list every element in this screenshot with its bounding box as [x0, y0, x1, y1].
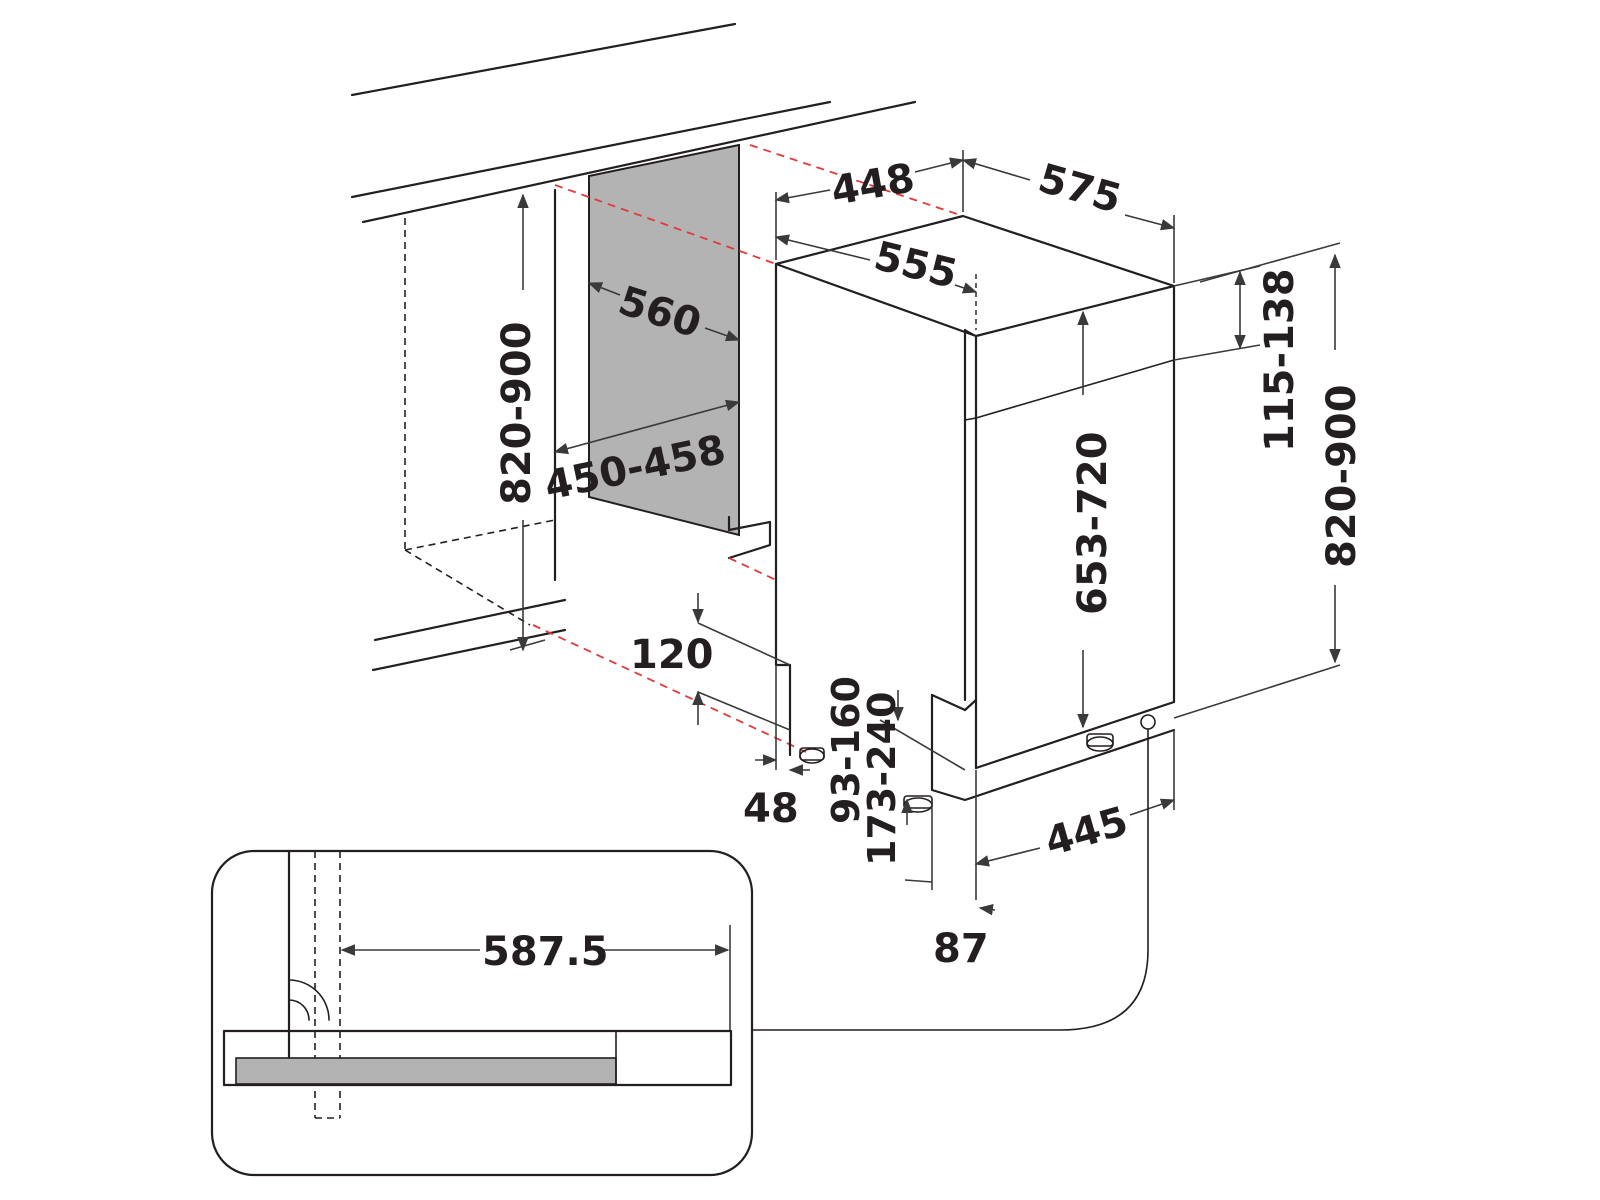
countertop [350, 22, 917, 224]
label-door-height: 653-720 [1070, 431, 1116, 615]
hidden-edges [532, 144, 964, 753]
label-top-width: 448 [828, 155, 918, 215]
label-top-depth: 555 [870, 233, 962, 298]
niche-cabinet [371, 188, 567, 672]
label-foot-range-b: 173-240 [860, 692, 904, 866]
label-top-depth-right: 575 [1033, 155, 1126, 222]
label-panel-height: 115-138 [1257, 268, 1303, 452]
dimension-lines [509, 150, 1341, 916]
label-base-width: 445 [1040, 798, 1133, 865]
detail-panel-fill [235, 1057, 617, 1085]
niche-floor-step [727, 515, 772, 560]
label-door-offset: 87 [933, 926, 989, 972]
label-cavity-height: 820-900 [494, 321, 540, 505]
label-foot-range-a: 93-160 [824, 676, 868, 824]
detail-callout-connector [751, 729, 1149, 1031]
detail-inset [210, 849, 754, 1177]
label-plinth-offset: 48 [743, 786, 799, 832]
label-detail-depth: 587.5 [482, 929, 609, 975]
label-plinth-depth: 120 [630, 632, 714, 678]
label-total-height: 820-900 [1319, 384, 1365, 568]
